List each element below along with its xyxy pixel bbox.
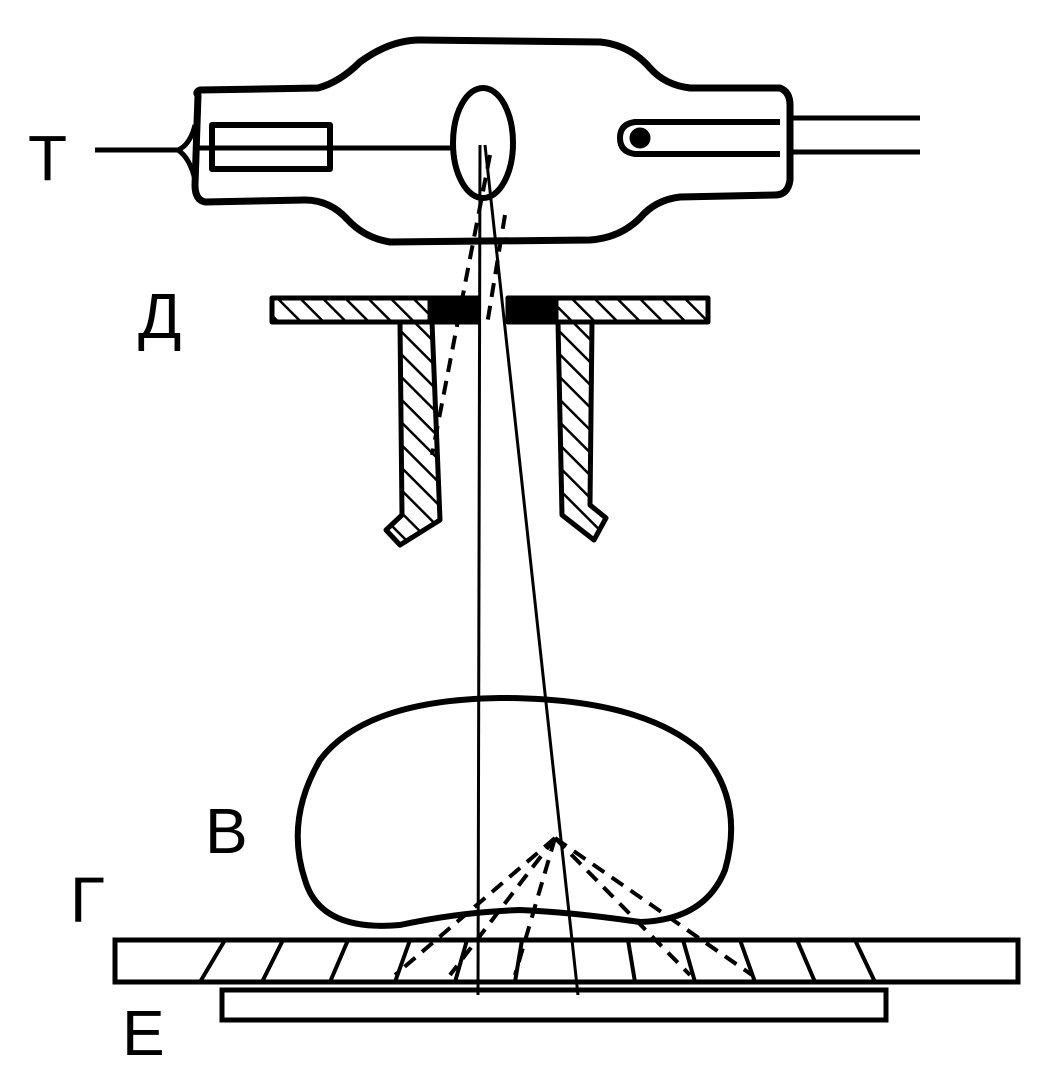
ray-right bbox=[483, 144, 580, 996]
primary-rays bbox=[476, 144, 580, 996]
scatter-object-4 bbox=[553, 836, 692, 977]
label-grid: Г bbox=[70, 864, 105, 936]
grid-frame bbox=[112, 937, 1021, 985]
anode bbox=[617, 119, 780, 157]
object-body bbox=[294, 694, 735, 929]
scatter-object-1 bbox=[393, 836, 557, 977]
aperture-edge-left bbox=[427, 295, 481, 325]
tube-envelope bbox=[191, 36, 794, 246]
label-object: В bbox=[205, 795, 248, 867]
label-film: Е bbox=[122, 997, 165, 1069]
scatter-object-2 bbox=[448, 836, 557, 977]
grid bbox=[112, 937, 1021, 985]
collimator-wall-right bbox=[555, 319, 609, 543]
collimator-wall-left bbox=[383, 319, 443, 548]
scatter-object-5 bbox=[553, 836, 754, 977]
xray-tube bbox=[95, 36, 920, 246]
anode-target bbox=[450, 85, 516, 201]
ray-left bbox=[476, 144, 482, 996]
aperture-edge-right bbox=[505, 295, 559, 325]
diaphragm bbox=[269, 295, 711, 548]
scatter-collimator-2 bbox=[485, 214, 507, 326]
anode-tip bbox=[629, 127, 651, 149]
scatter-collimator bbox=[430, 154, 492, 456]
label-tube: Т bbox=[28, 122, 67, 194]
scattered-rays bbox=[393, 154, 754, 977]
label-diaphragm: Д bbox=[138, 280, 181, 352]
film bbox=[219, 987, 889, 1023]
cathode-lead bbox=[176, 124, 198, 181]
scatter-object-3 bbox=[513, 837, 557, 976]
